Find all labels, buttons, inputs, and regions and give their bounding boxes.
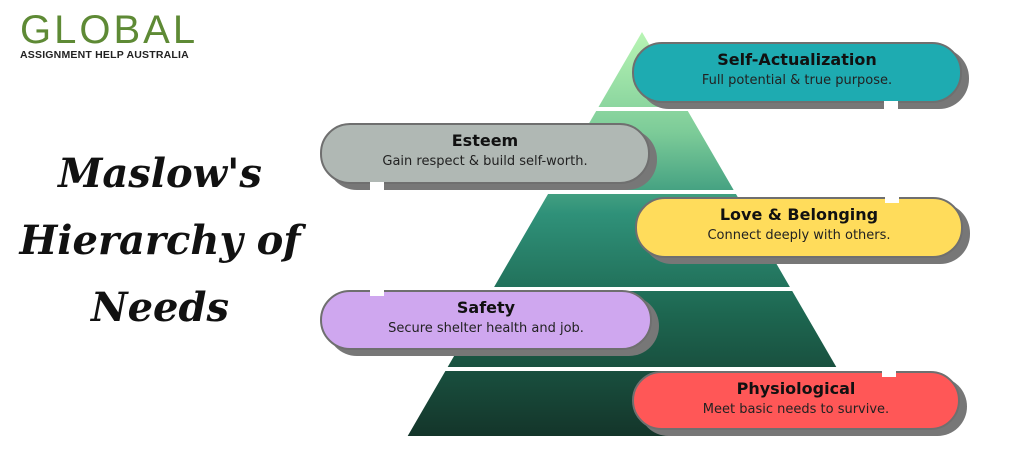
level-name: Physiological [736,379,856,398]
logo-wordmark: GLOBAL [20,8,199,52]
level-name: Love & Belonging [719,205,879,224]
title-line-3: Needs [91,284,229,331]
title-line-1: Maslow's [58,150,262,197]
brand-logo: GLOBAL ASSIGNMENT HELP AUSTRALIA [20,10,198,61]
level-name: Self-Actualization [717,50,877,69]
level-description: Gain respect & build self-worth. [382,154,588,169]
title-line-2: Hierarchy of [19,217,301,264]
connector-notch [885,194,899,203]
connector-notch [882,368,896,377]
connector-notch [884,101,898,110]
level-card-physiological: Physiological Meet basic needs to surviv… [632,368,960,430]
level-description: Secure shelter health and job. [388,321,584,336]
level-name: Esteem [451,131,519,150]
level-name: Safety [456,298,516,317]
level-card-love-belonging: Love & Belonging Connect deeply with oth… [635,194,963,258]
logo-tagline: ASSIGNMENT HELP AUSTRALIA [20,49,189,61]
level-card-self-actualization: Self-Actualization Full potential & true… [632,42,962,110]
level-card-esteem: Esteem Gain respect & build self-worth. [320,123,650,191]
page-title: Maslow's Hierarchy of Needs [0,140,320,341]
level-description: Full potential & true purpose. [701,73,893,88]
level-card-safety: Safety Secure shelter health and job. [320,287,652,350]
connector-notch [370,182,384,191]
connector-notch [370,287,384,296]
level-description: Meet basic needs to survive. [702,402,890,417]
level-description: Connect deeply with others. [707,228,891,243]
